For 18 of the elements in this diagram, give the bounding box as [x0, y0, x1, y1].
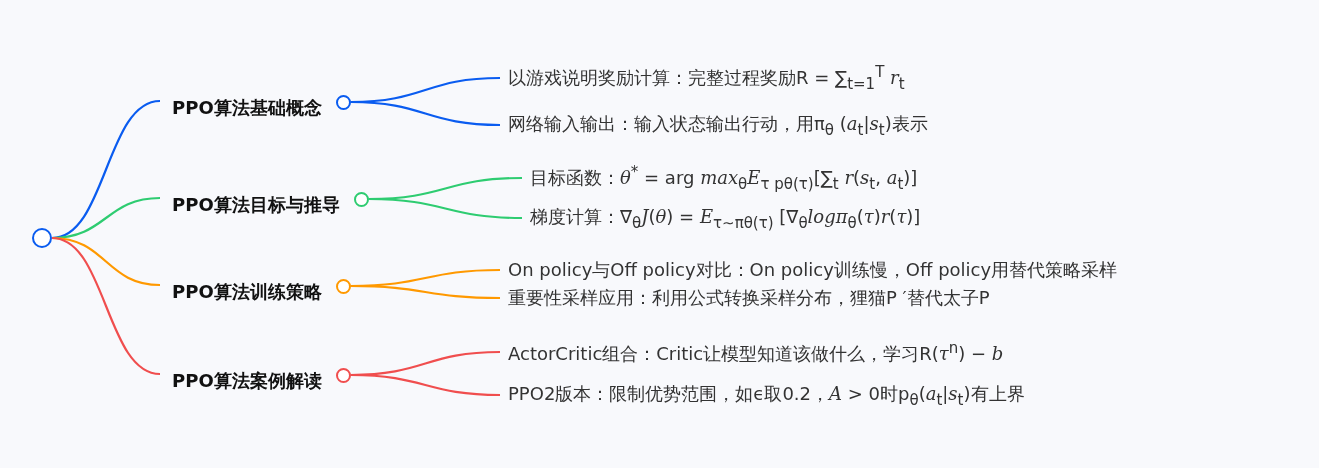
- leaf-label: 网络输入输出：输入状态输出行动，用π$_{θ}$ (a$_{t}$|s$_{t}$)表示: [508, 111, 928, 139]
- branch-line: [350, 100, 501, 127]
- branch-line: [51, 236, 161, 376]
- branch-label: PPO算法训练策略: [172, 280, 322, 304]
- leaf-label: PPO2版本：限制优势范围，如ϵ取0.2，A > 0时p$_{θ}$(a$_{t}$|s$_{t}$)有上界: [508, 381, 1025, 409]
- leaf-label: 以游戏说明奖励计算：完整过程奖励R = ∑$_{t=1}$$^{T}$ r$_{t}$: [508, 63, 905, 93]
- leaf-label: 重要性采样应用：利用公式转换采样分布，狸猫P ′替代太子P: [508, 286, 990, 310]
- branch-line: [350, 284, 500, 300]
- root-circle: [32, 228, 52, 248]
- leaf-label: ActorCritic组合：Critic让模型知道该做什么，学习R(τ$^{n}$) − b: [508, 338, 1004, 366]
- leaf-label: 梯度计算：∇$_{θ}$J(θ) = E$_{τ∼πθ(τ)}$ [∇$_{θ}$logπ$_{θ}$(τ)r(τ)]: [530, 204, 921, 232]
- leaf-label: On policy与Off policy对比：On policy训练慢，Off policy用替代策略采样: [508, 258, 1118, 282]
- branch-line: [368, 197, 523, 220]
- branch-label: PPO算法基础概念: [172, 96, 322, 120]
- branch-line: [350, 373, 501, 397]
- leaf-label: 目标函数：θ$^{*}$ = arg max$_{θ}$E$_{τ pθ(τ)}$[∑$_{t}$ r(s$_{t}$, a$_{t}$)]: [530, 163, 918, 193]
- branch-label: PPO算法目标与推导: [172, 193, 340, 217]
- branch-label: PPO算法案例解读: [172, 369, 322, 393]
